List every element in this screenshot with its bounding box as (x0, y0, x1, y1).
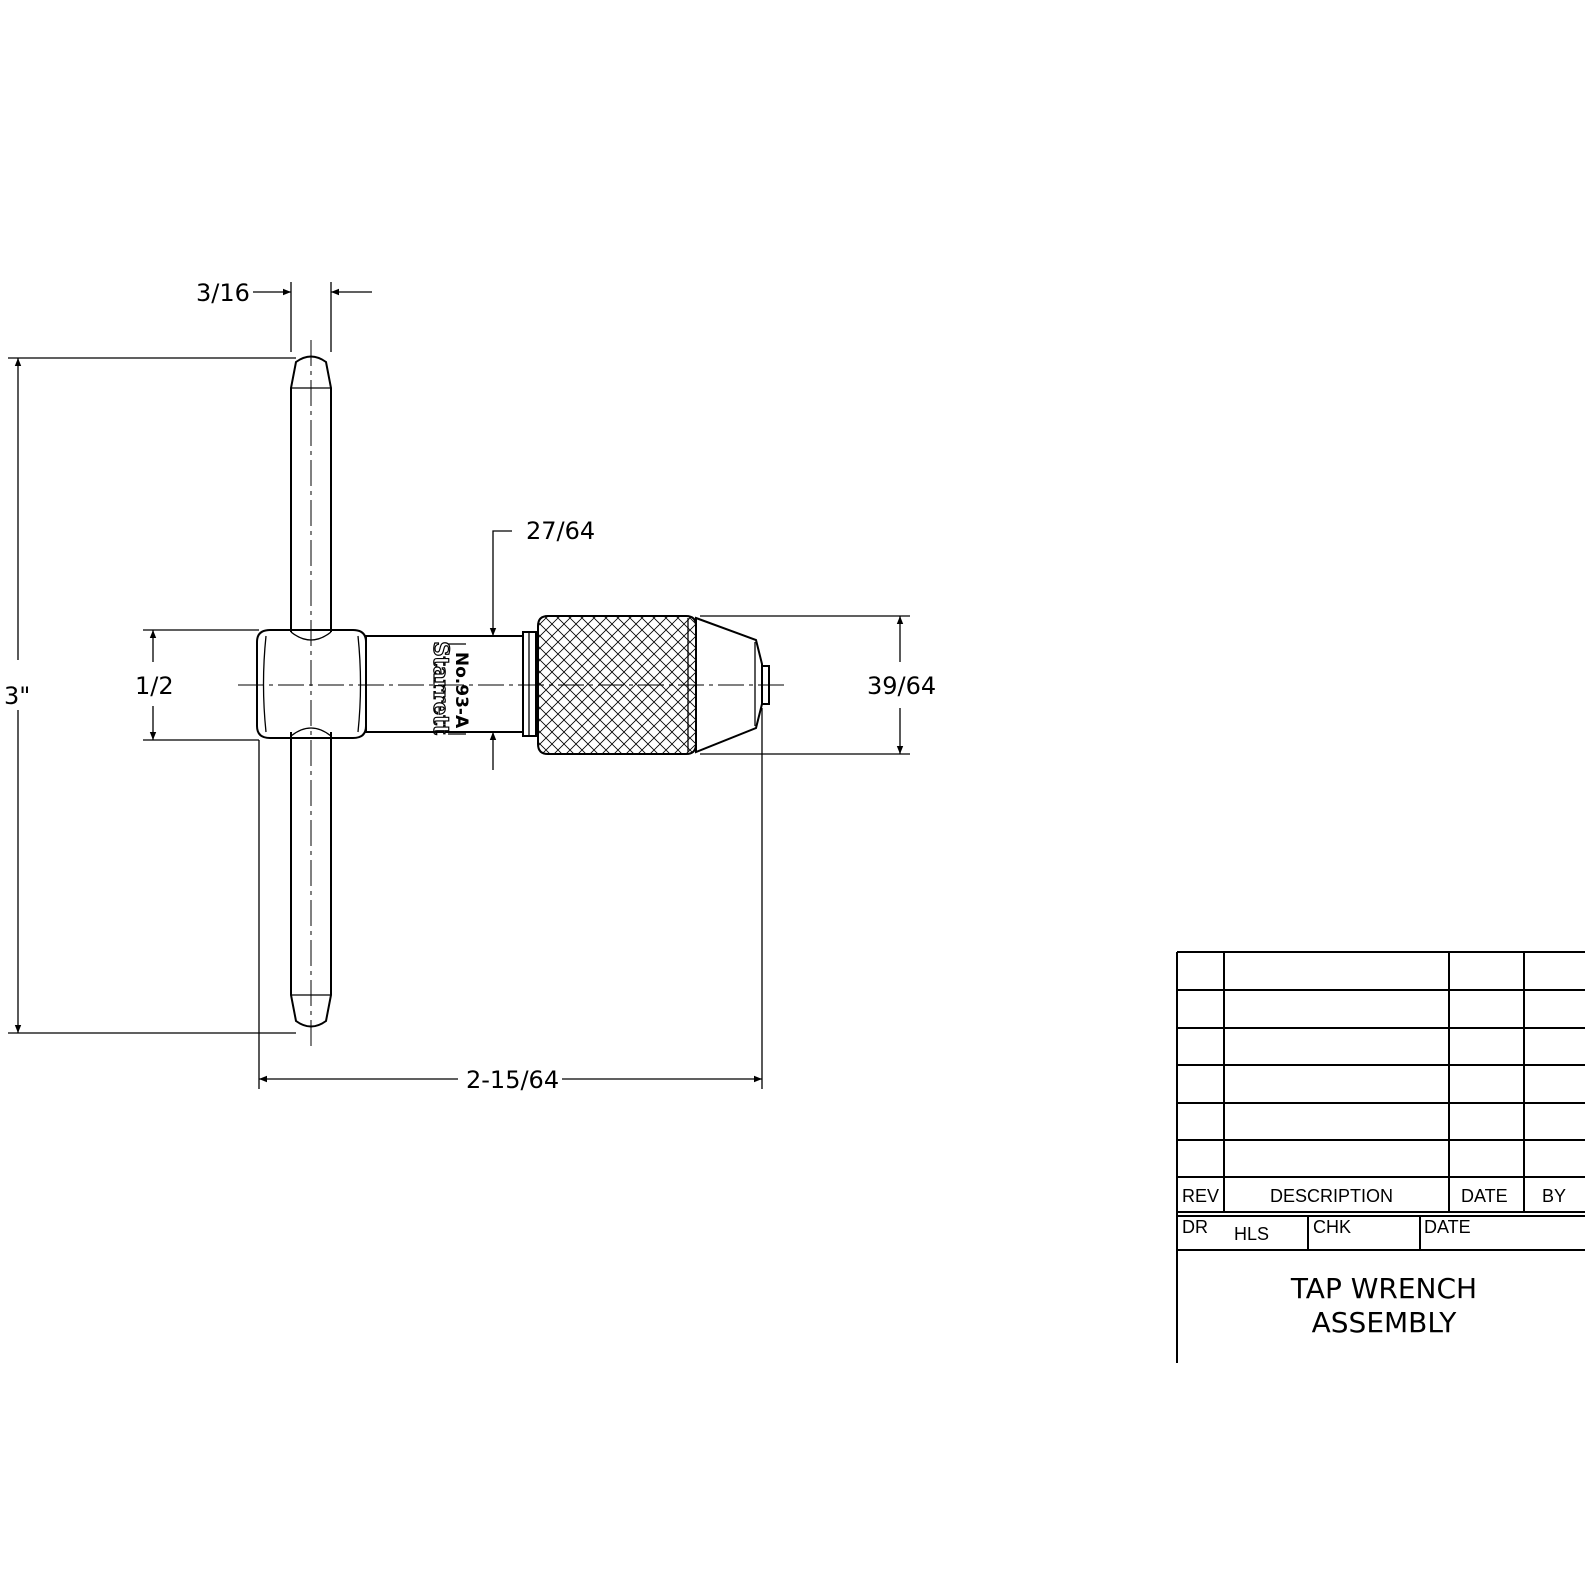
wrench-body: Starrett No.93-A (256, 615, 770, 755)
body-head-inner-left (262, 635, 267, 733)
dim-neck-diameter: 27/64 (489, 517, 595, 770)
dim-bar-length: 3" (4, 357, 296, 1034)
tb-date-label: DATE (1424, 1217, 1471, 1237)
tb-drawn-label: DR (1182, 1217, 1208, 1237)
tb-title-line2: ASSEMBLY (1312, 1306, 1458, 1339)
dim-body-diameter: 1/2 (135, 629, 259, 741)
dim-text: 1/2 (135, 672, 174, 700)
model-marking: No.93-A (451, 652, 471, 729)
dim-bar-diameter: 3/16 (196, 279, 372, 352)
dim-overall-length: 2-15/64 (258, 708, 763, 1094)
tb-title-line1: TAP WRENCH (1290, 1272, 1477, 1305)
tb-header-description: DESCRIPTION (1270, 1186, 1393, 1206)
tb-checked-label: CHK (1313, 1217, 1351, 1237)
dim-text: 3/16 (196, 279, 250, 307)
dim-chuck-diameter: 39/64 (700, 615, 936, 755)
title-block: REV DESCRIPTION DATE BY DR HLS CHK DATE … (1176, 951, 1585, 1363)
brand-marking: Starrett (429, 641, 454, 735)
body-head-outline (256, 629, 367, 739)
tb-header-by: BY (1542, 1186, 1566, 1206)
dim-text: 3" (4, 682, 30, 710)
body-bar-junction-bottom (290, 727, 332, 737)
tb-header-rev: REV (1182, 1186, 1219, 1206)
tb-drawn-by: HLS (1234, 1224, 1269, 1244)
body-head-inner-right (357, 635, 362, 733)
arrow-line (489, 530, 512, 636)
dim-text: 39/64 (867, 672, 936, 700)
tb-header-date: DATE (1461, 1186, 1508, 1206)
dim-text: 27/64 (526, 517, 595, 545)
dim-text: 2-15/64 (466, 1066, 559, 1094)
